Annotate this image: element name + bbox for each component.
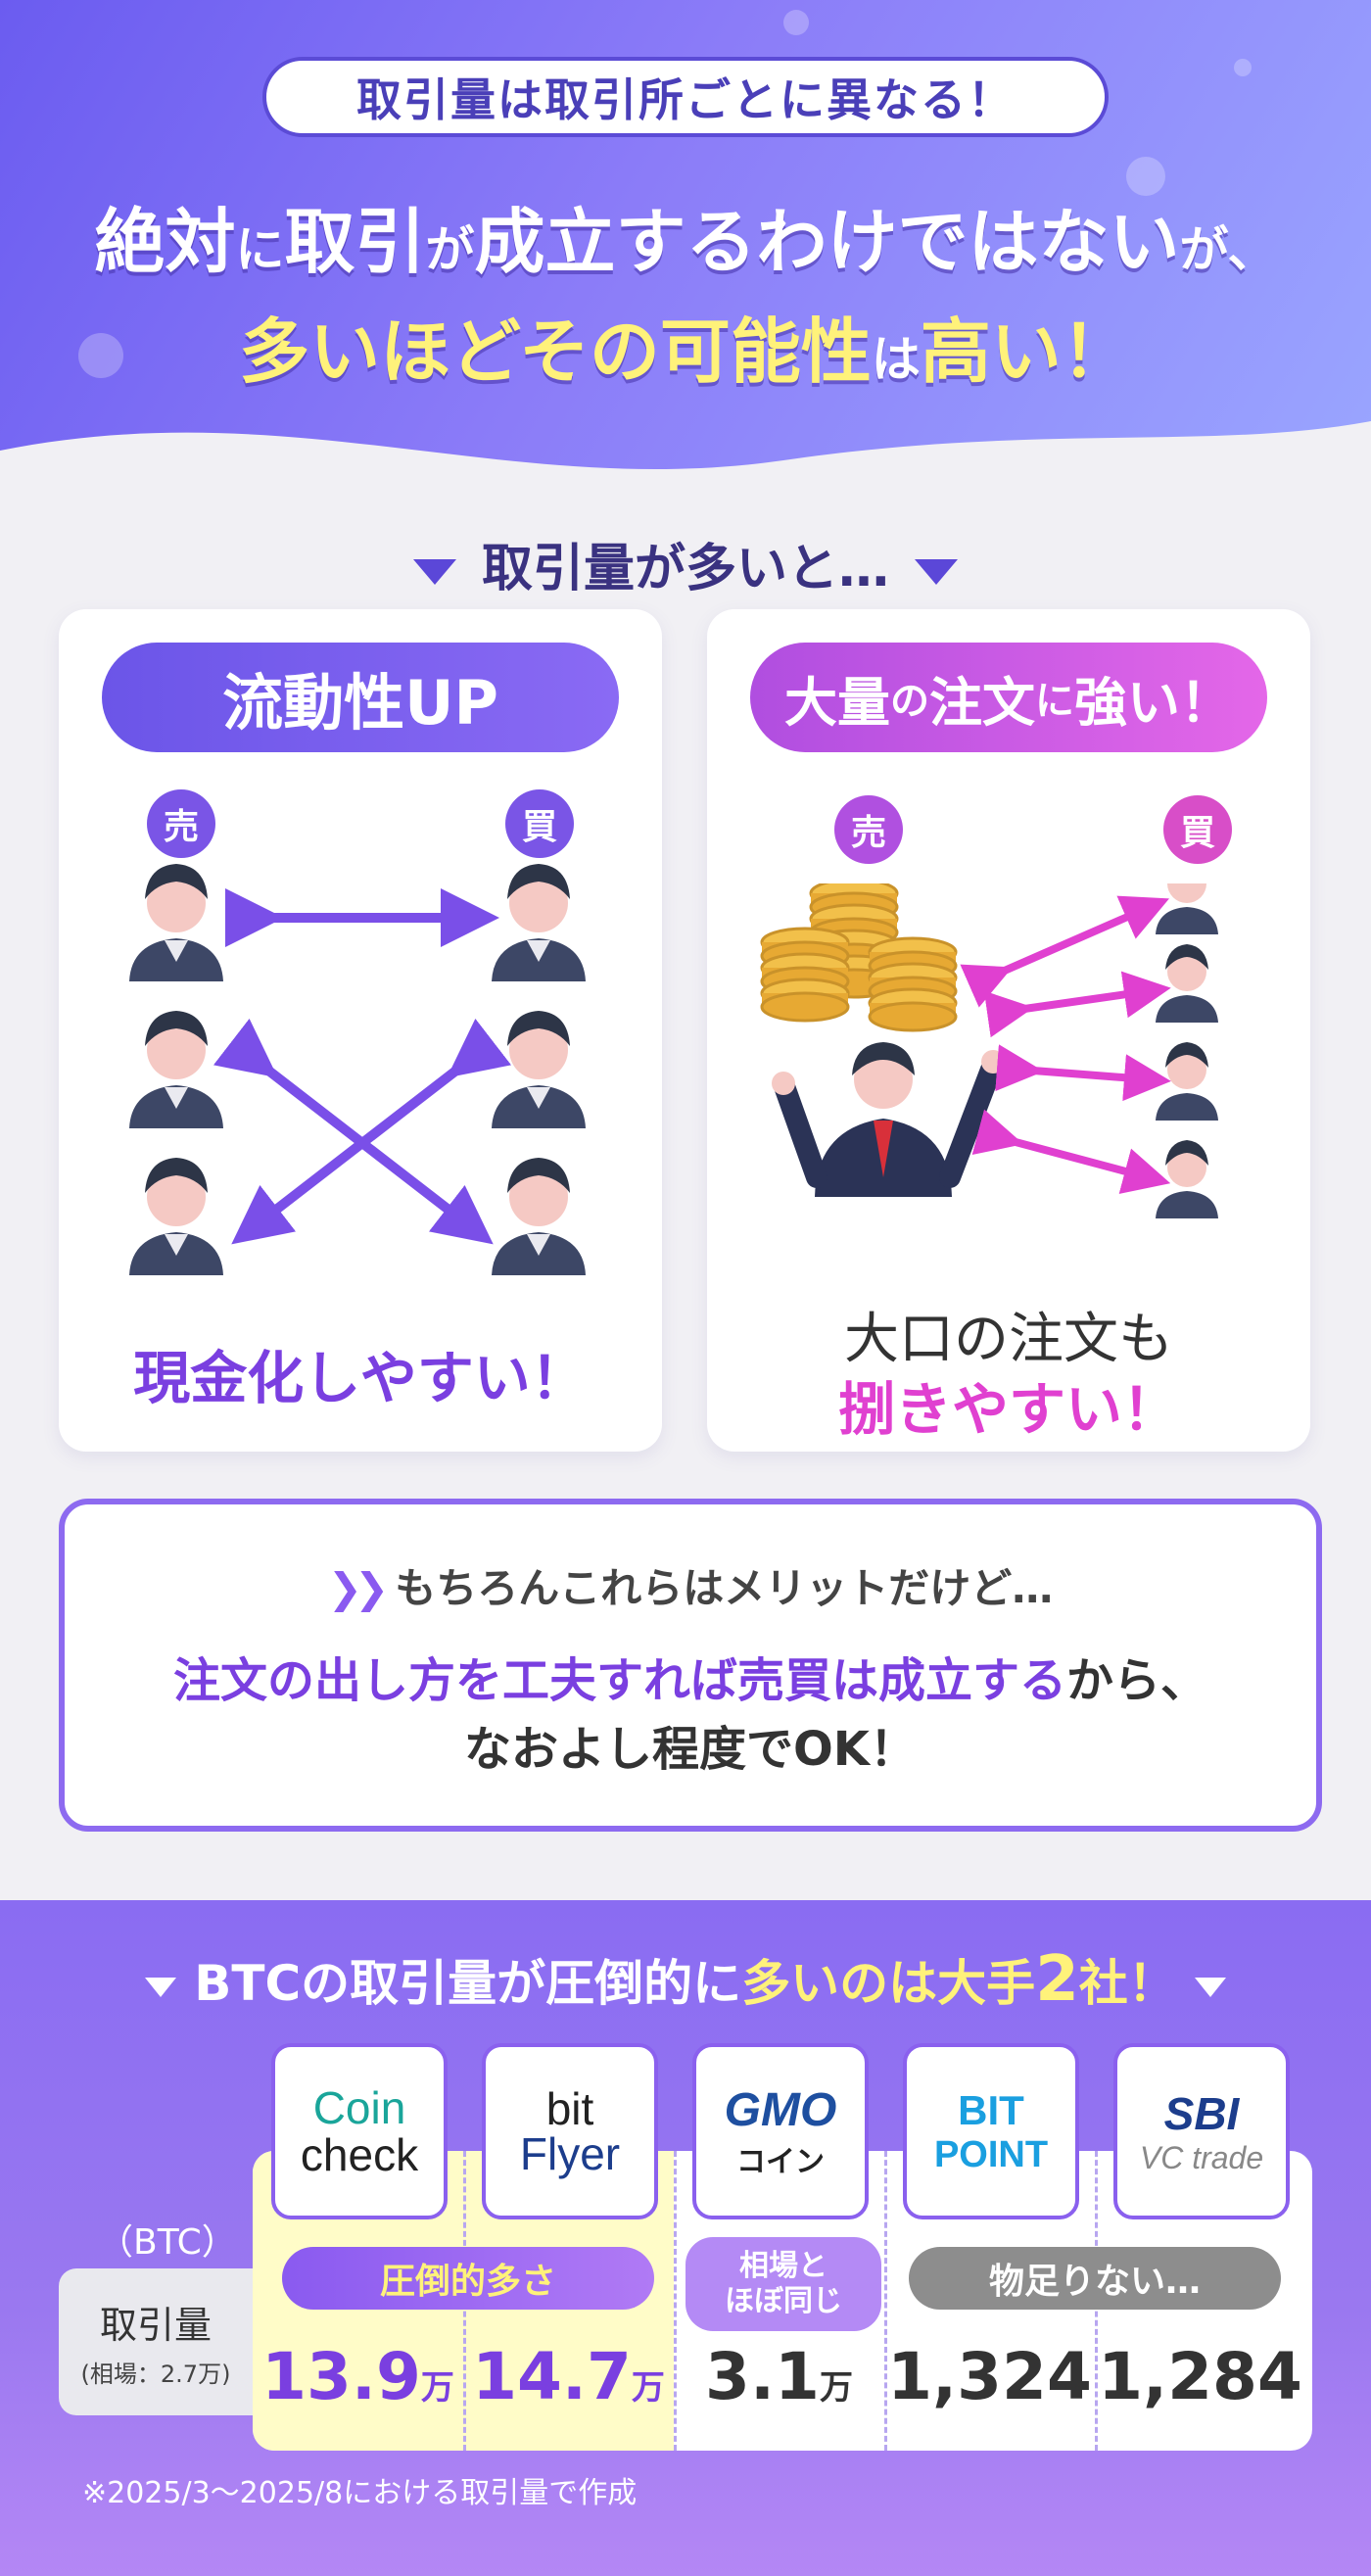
tag-insufficient: 物足りない…	[909, 2247, 1281, 2310]
person-icon	[1156, 883, 1218, 934]
decor-bubble	[783, 10, 809, 35]
liquidity-card: 流動性UP 売 買 現金化しやすい！	[59, 609, 662, 1452]
card-caption-line2: 捌きやすい！	[837, 1376, 1179, 1443]
trade-diagram	[129, 864, 586, 1275]
decor-bubble	[78, 333, 123, 378]
bitpoint-logo: BIT POINT	[903, 2043, 1079, 2219]
triangle-down-icon	[145, 1977, 177, 1997]
sbi-vc-trade-logo: SBI VC trade	[1113, 2043, 1290, 2219]
header-wave	[0, 421, 1371, 529]
row-label: 取引量 (相場：2.7万)	[59, 2268, 253, 2415]
note-line2: 注文の出し方を工夫すれば売買は成立するから、	[172, 1653, 1208, 1708]
coin-stack-icon	[760, 883, 958, 1032]
large-order-card: 大量の注文に強い！ 売 買	[707, 609, 1310, 1452]
person-icon	[129, 1158, 223, 1275]
person-icon	[492, 1011, 586, 1128]
note-box: ❯❯もちろんこれらはメリットだけど… 注文の出し方を工夫すれば売買は成立するから…	[59, 1499, 1322, 1832]
footnote: ※2025/3〜2025/8における取引量で作成	[82, 2476, 638, 2510]
decor-bubble	[1234, 59, 1252, 76]
tag-about-market: 相場とほぼ同じ	[686, 2237, 881, 2331]
double-arrow-icon	[960, 895, 1169, 1008]
header-pill: 取引量は取引所ごとに異なる！	[262, 57, 1109, 137]
buy-badge: 買	[505, 789, 574, 858]
gmo-coin-logo: GMO コイン	[692, 2043, 869, 2219]
coincheck-logo: Coin check	[271, 2043, 448, 2219]
double-arrow-icon	[971, 1109, 1171, 1195]
person-icon	[1156, 944, 1218, 1023]
bitflyer-logo: bit Flyer	[482, 2043, 658, 2219]
section-title: 取引量が多いと…	[0, 527, 1371, 600]
person-icon	[492, 1158, 586, 1275]
unit-label: （BTC）	[98, 2222, 237, 2263]
large-order-diagram	[760, 883, 1218, 1218]
volume-value: 1,284	[1098, 2339, 1302, 2414]
volume-value: 3.1万	[705, 2339, 853, 2414]
decor-bubble	[1126, 157, 1165, 196]
column-divider	[884, 2151, 887, 2451]
person-icon	[129, 864, 223, 981]
column-divider	[674, 2151, 677, 2451]
triangle-down-icon	[1194, 1977, 1226, 1997]
note-line3: なおよし程度でOK！	[463, 1722, 917, 1777]
headline-line2: 多いほどその可能性は高い！	[239, 310, 1132, 393]
sell-badge: 売	[834, 795, 903, 864]
double-arrow-icon	[231, 1018, 512, 1245]
double-arrow-icon	[983, 971, 1171, 1038]
triangle-down-icon	[915, 559, 958, 585]
comparison-title: BTCの取引量が圧倒的に多いのは大手2社！	[0, 1943, 1371, 2016]
double-chevron-icon: ❯❯	[327, 1564, 389, 1612]
person-icon	[129, 1011, 223, 1128]
card-caption-line1: 大口の注文も	[844, 1308, 1173, 1371]
card-pill: 大量の注文に強い！	[750, 643, 1267, 752]
person-icon	[492, 864, 586, 981]
sell-badge: 売	[147, 789, 215, 858]
card-caption: 現金化しやすい！	[133, 1345, 588, 1411]
buy-badge: 買	[1163, 795, 1232, 864]
volume-value: 13.9万	[261, 2339, 454, 2414]
headline-line1: 絶対に取引が成立するわけではないが、	[94, 201, 1277, 283]
volume-value: 1,324	[887, 2339, 1092, 2414]
double-arrow-icon	[995, 1044, 1171, 1102]
businessman-icon	[772, 1042, 1005, 1197]
card-pill: 流動性UP	[102, 643, 619, 752]
tag-overwhelming: 圧倒的多さ	[282, 2247, 654, 2310]
triangle-down-icon	[412, 559, 456, 585]
person-icon	[1156, 1042, 1218, 1121]
person-icon	[1156, 1140, 1218, 1218]
note-line1: ❯❯もちろんこれらはメリットだけど…	[327, 1564, 1054, 1612]
volume-value: 14.7万	[472, 2339, 665, 2414]
